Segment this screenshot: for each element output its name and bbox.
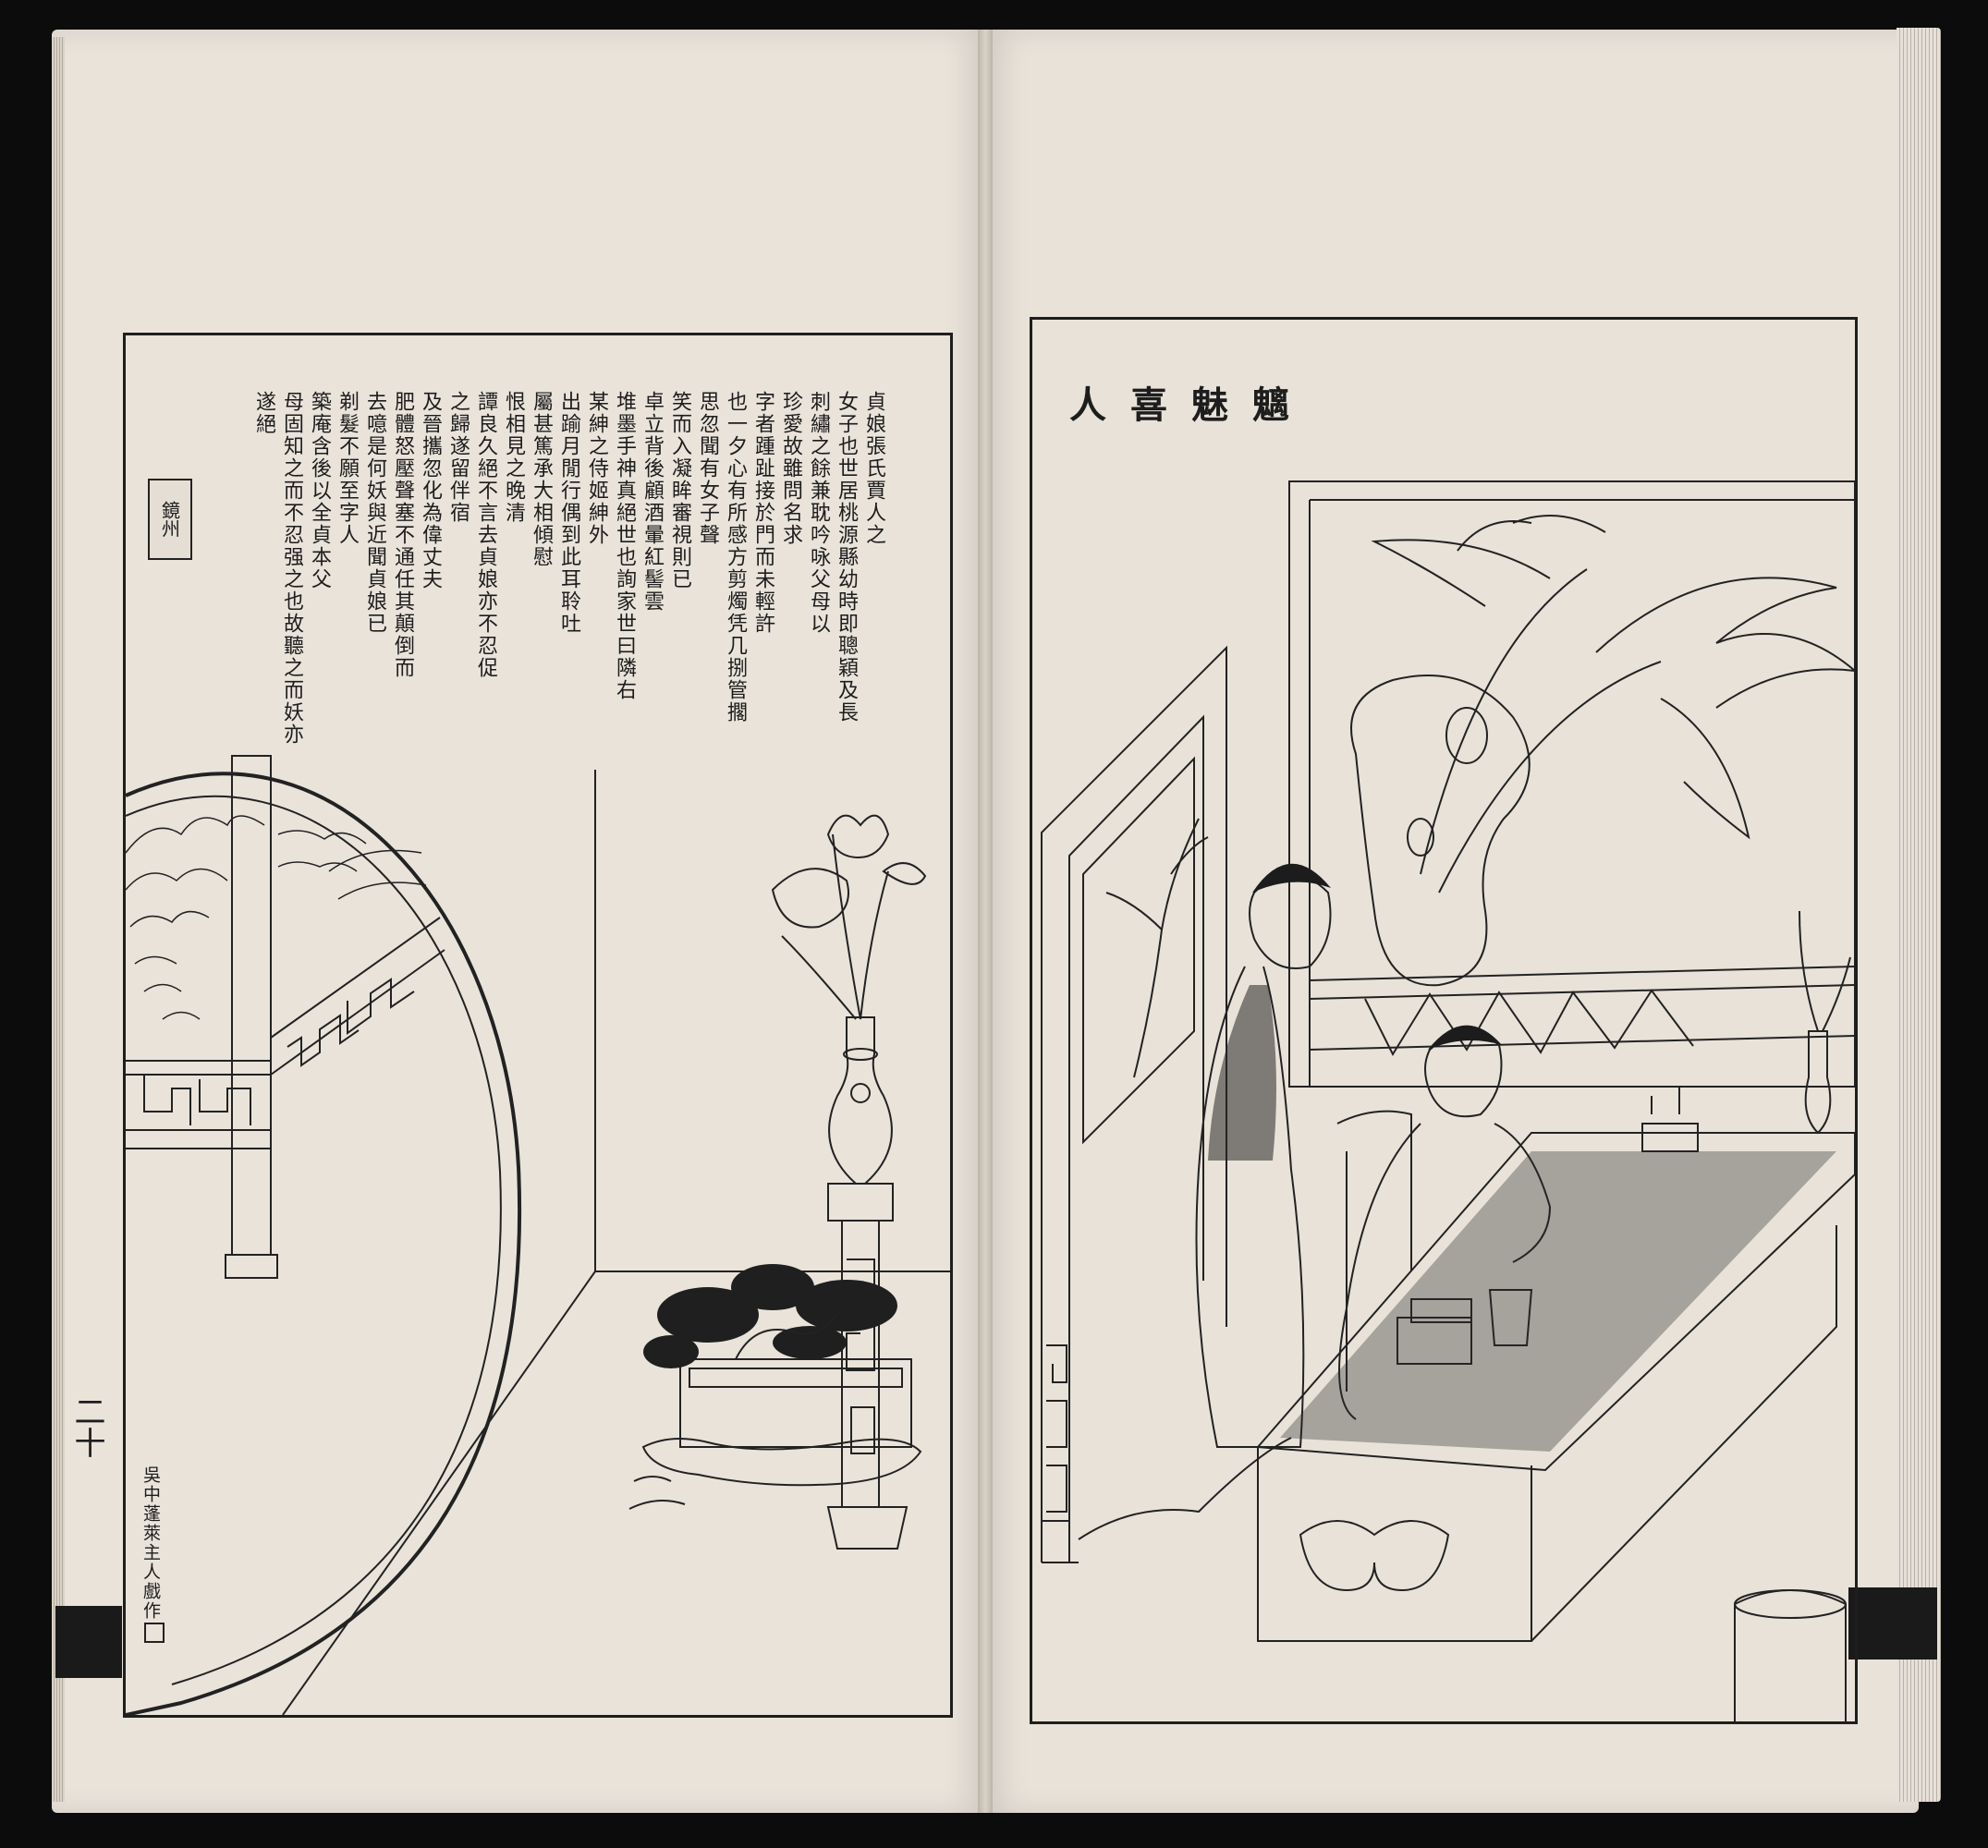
poem-column: 恨相見之晚清 (502, 391, 525, 524)
poem-column: 築庵含後以全貞本父 (308, 391, 331, 590)
poem-column: 堆墨手神真絕世也詢家世曰隣右 (613, 391, 636, 701)
poem-column: 屬甚篤承大相傾慰 (530, 391, 553, 568)
poem-column: 遂絕 (252, 391, 275, 435)
page-number: 二十 (68, 1395, 105, 1458)
poem-column: 某紳之侍姬紳外 (585, 391, 608, 546)
right-page-illustration (1041, 480, 1855, 1721)
poem-column: 肥體怒壓聲塞不通任其顛倒而 (391, 391, 414, 679)
poem-column: 思忽聞有女子聲 (696, 391, 719, 546)
poem-column: 之歸遂留伴宿 (446, 391, 470, 524)
poem-column: 女子也世居桃源縣幼時即聰穎及長 (835, 391, 858, 723)
poem-column: 譚良久絕不言去貞娘亦不忍促 (474, 391, 497, 679)
right-page (985, 30, 1919, 1813)
left-page-illustration (126, 755, 950, 1715)
signature-seal (144, 1623, 165, 1643)
poem-column: 笑而入凝眸審視則已 (668, 391, 691, 590)
left-edge-tab (55, 1606, 122, 1678)
right-page-edges (1897, 28, 1941, 1802)
poem-column: 卓立背後顧酒暈紅髻雲 (640, 391, 664, 613)
left-illustration-frame: 貞娘張氏賈人之女子也世居桃源縣幼時即聰穎及長刺繡之餘兼耽吟咏父母以珍愛故雖問名求… (123, 333, 953, 1718)
poem-column: 去噫是何妖與近聞貞娘已 (363, 391, 386, 635)
right-edge-tab (1848, 1587, 1937, 1660)
seal-text: 鏡州 (158, 501, 181, 538)
book-gutter (978, 30, 993, 1813)
poem-column: 貞娘張氏賈人之 (862, 391, 885, 546)
poem-column: 母固知之而不忍强之也故聽之而妖亦 (280, 391, 303, 746)
right-illustration-frame: 魑魅喜人 (1030, 317, 1858, 1724)
poem-column: 出踰月閒行偶到此耳聆吐 (557, 391, 580, 635)
poem-column: 字者踵趾接於門而未輕許 (751, 391, 774, 635)
artist-signature: 吳中蓬萊主人戲作 (140, 1465, 161, 1621)
left-page-edges (52, 37, 65, 1802)
poem-column: 也一夕心有所感方剪燭凭几捌管擱 (724, 391, 747, 723)
poem-column: 刺繡之餘兼耽吟咏父母以 (807, 391, 830, 635)
poem-column: 及晉攜忽化為偉丈夫 (419, 391, 442, 590)
illustration-title: 魑魅喜人 (1069, 383, 1313, 427)
poem-column: 珍愛故雖問名求 (779, 391, 802, 546)
artist-seal: 鏡州 (148, 479, 192, 560)
poem-column: 剃髮不願至字人 (335, 391, 359, 546)
